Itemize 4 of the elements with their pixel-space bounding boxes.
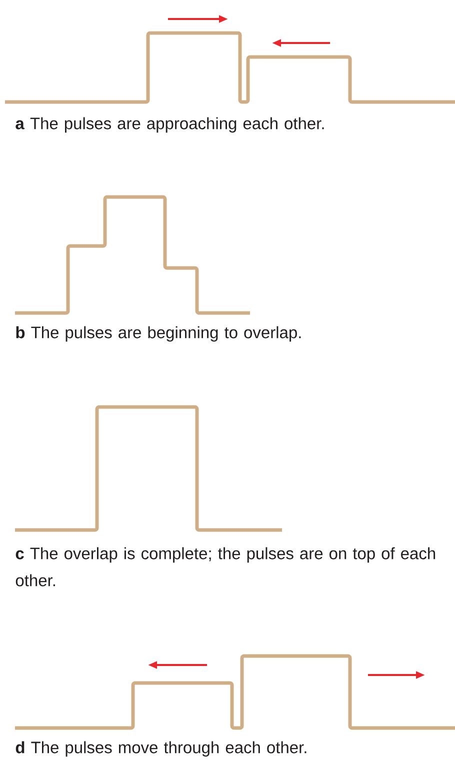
caption: a The pulses are approaching each other. xyxy=(16,117,324,133)
caption: c The overlap is complete; the pulses are on top of each other. xyxy=(16,547,436,586)
caption: b The pulses are beginning to overlap. xyxy=(16,326,301,342)
caption: d The pulses move through each other. xyxy=(16,741,306,757)
